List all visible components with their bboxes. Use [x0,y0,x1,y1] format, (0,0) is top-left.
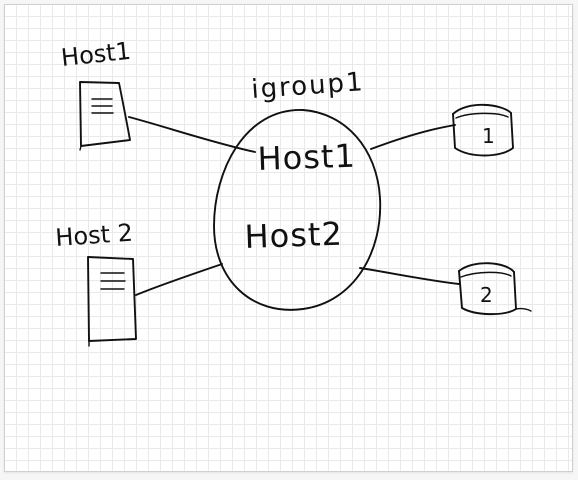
lun1-label: 1 [482,124,495,148]
igroup-circle [213,109,382,311]
host1-label: Host1 [60,37,132,72]
igroup-member-host2: Host2 [244,215,343,256]
lun2-disk-icon [458,262,532,316]
host1-server-icon [79,81,131,151]
lun1-disk-icon [452,103,514,157]
link-igroup-lun2 [359,267,460,285]
igroup-label: igroup1 [250,67,365,105]
host2-server-icon [87,256,137,347]
lun2-label: 2 [480,283,493,307]
link-host1-igroup [128,116,256,153]
link-igroup-lun1 [370,124,456,150]
host2-label: Host 2 [54,219,133,252]
link-host2-igroup [135,263,223,296]
igroup-member-host1: Host1 [257,137,356,178]
